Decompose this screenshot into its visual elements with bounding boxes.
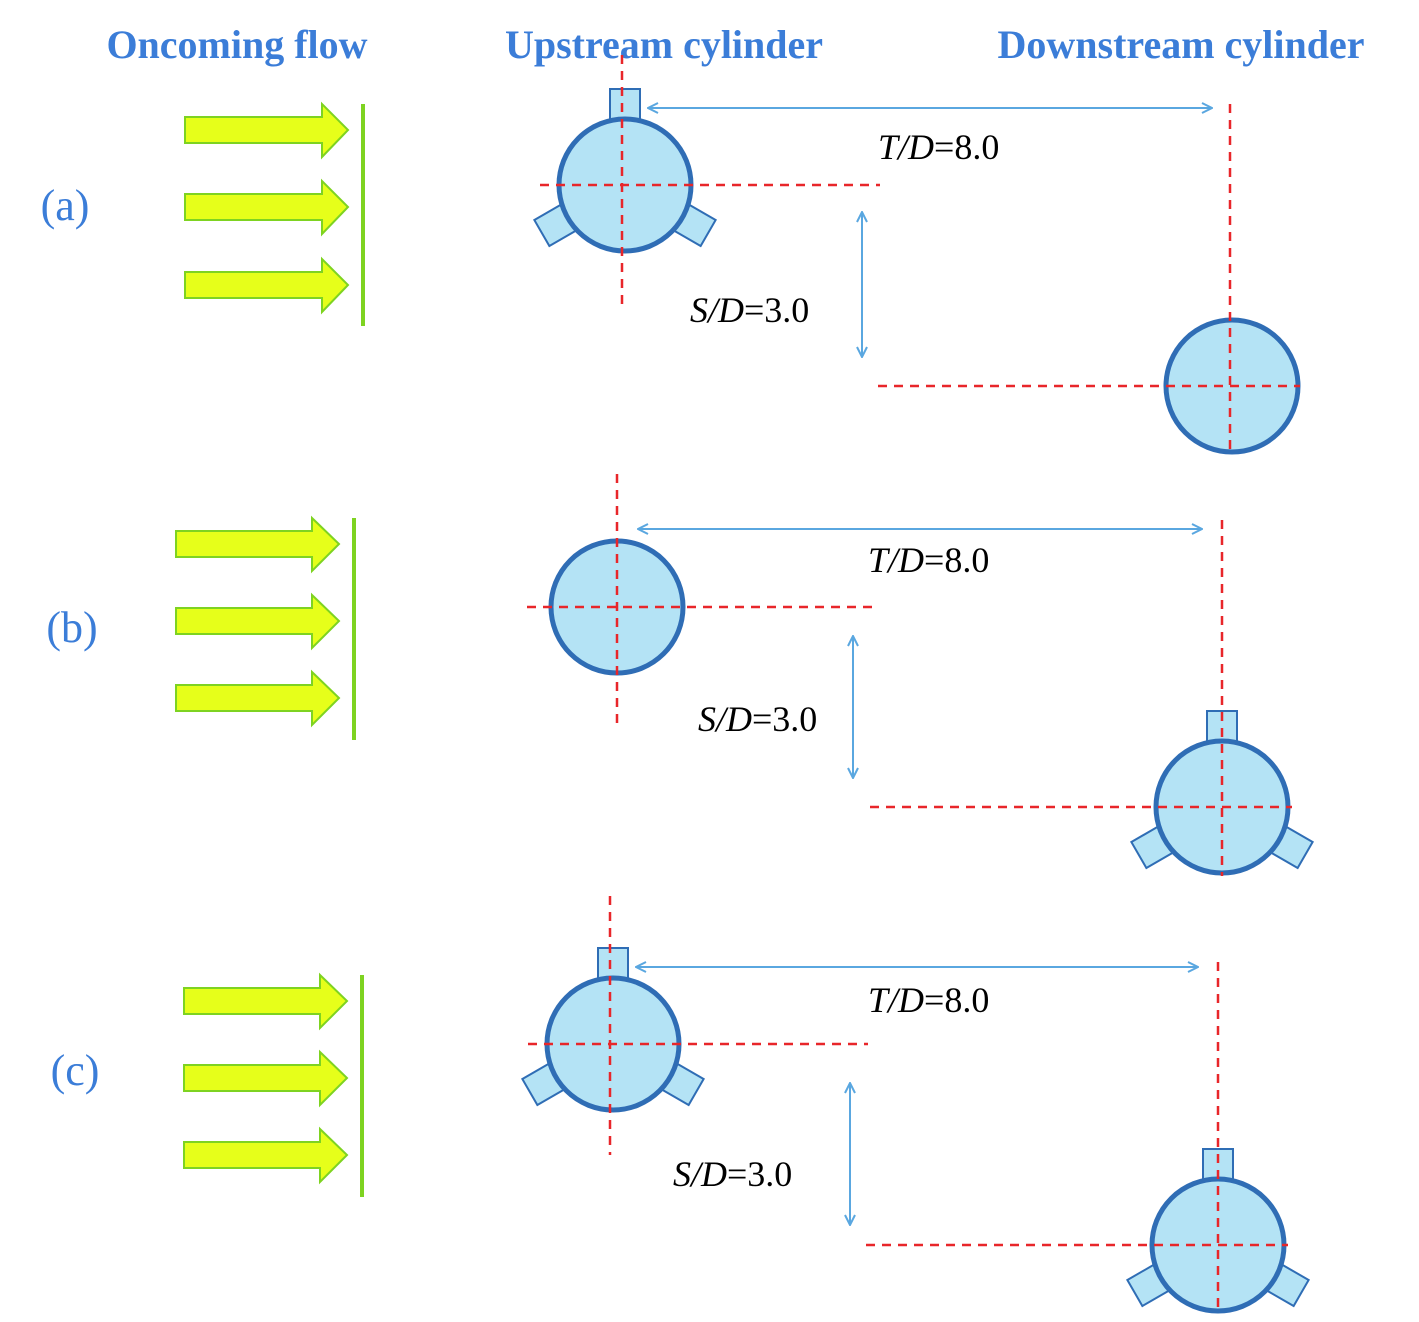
panel-c: (c) T/D=8.0 S/D=3.0 [51,896,1311,1314]
oncoming-flow-arrows [175,515,356,740]
header-upstream-cylinder: Upstream cylinder [505,22,823,67]
td-label: T/D=8.0 [868,980,989,1020]
flow-arrow [183,972,349,1031]
flow-arrow [183,1126,349,1185]
flow-arrow [175,669,341,728]
panel-label-b: (b) [46,603,97,652]
header-downstream-cylinder: Downstream cylinder [998,22,1365,67]
flow-arrow [184,178,350,237]
upstream-cylinder [532,88,718,254]
flow-arrow [183,1049,349,1108]
flow-arrow [184,101,350,160]
flow-arrow [175,592,341,651]
panel-label-c: (c) [51,1046,100,1095]
upstream-cylinder [520,947,706,1113]
fin-top [597,947,629,979]
panel-b: (b) T/D=8.0 S/D=3.0 [46,474,1315,876]
td-label: T/D=8.0 [878,127,999,167]
flow-arrow [175,515,341,574]
sd-label: S/D=3.0 [673,1154,792,1194]
td-label: T/D=8.0 [868,540,989,580]
flow-arrow [184,256,350,315]
fin-top [609,88,641,120]
panel-label-a: (a) [41,181,90,230]
oncoming-flow-arrows [183,972,364,1197]
sd-label: S/D=3.0 [698,699,817,739]
panel-a: (a) T/D=8.0 S/D=3.0 [41,55,1301,456]
header-oncoming-flow: Oncoming flow [106,22,367,67]
sd-label: S/D=3.0 [690,290,809,330]
oncoming-flow-arrows [184,101,365,326]
